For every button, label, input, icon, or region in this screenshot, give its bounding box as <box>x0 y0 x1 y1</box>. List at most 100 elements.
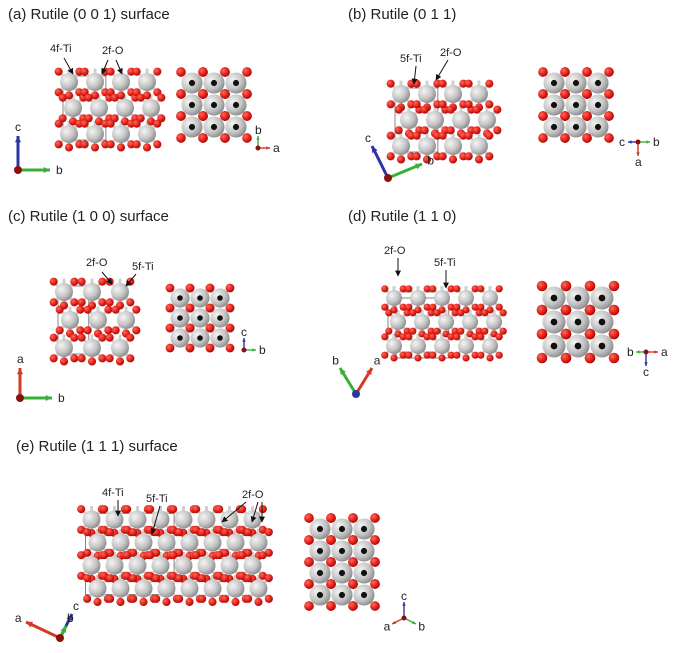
o-atom <box>475 309 483 317</box>
o-atom <box>77 277 86 286</box>
o-atom <box>116 143 126 152</box>
ti-atom <box>482 338 498 354</box>
o-atom <box>98 277 107 286</box>
o-atom <box>169 505 178 514</box>
o-atom <box>100 551 109 560</box>
o-atom <box>471 333 479 341</box>
o-atom-top <box>604 67 614 77</box>
o-atom <box>471 285 479 293</box>
o-atom <box>438 79 447 88</box>
o-atom <box>475 327 483 335</box>
o-atom-top <box>205 343 215 353</box>
o-atom <box>105 298 114 307</box>
o-atom <box>399 303 407 311</box>
o-atom <box>93 597 102 607</box>
o-atom <box>414 354 422 362</box>
ti-atom <box>418 85 436 103</box>
o-atom <box>451 309 459 317</box>
atom-centre-dot <box>598 294 606 302</box>
o-atom <box>83 305 92 314</box>
o-atom <box>481 309 489 317</box>
o-atom <box>221 574 230 583</box>
axis-c-label: c <box>619 135 625 149</box>
ti-atom <box>86 73 104 91</box>
axis-a-arrowhead <box>16 368 24 375</box>
o-atom-top <box>582 133 592 143</box>
o-atom <box>198 528 207 537</box>
o-atom <box>451 327 459 335</box>
o-atom-top <box>560 328 572 340</box>
ti-atom <box>138 125 156 143</box>
atom-centre-dot <box>572 79 580 87</box>
o-atom <box>129 528 138 537</box>
ti-atom <box>410 338 426 354</box>
atom-centre-dot <box>574 318 582 326</box>
o-atom-top <box>608 280 620 292</box>
o-atom <box>477 351 485 359</box>
o-atom-top <box>584 328 596 340</box>
o-atom <box>54 140 63 149</box>
o-atom <box>412 131 421 140</box>
atom-centre-dot <box>338 591 346 599</box>
o-atom <box>98 298 107 307</box>
ti-atom <box>116 99 134 117</box>
o-atom <box>396 155 406 164</box>
o-atom <box>385 327 393 335</box>
o-atom-top <box>220 67 230 77</box>
axis-a-label: a <box>17 352 24 366</box>
o-atom <box>472 126 481 135</box>
o-atom <box>110 93 119 102</box>
atom-centre-dot <box>338 547 346 555</box>
o-atom-top <box>304 513 314 523</box>
ti-atom <box>470 137 488 155</box>
atom-centre-dot <box>232 101 240 109</box>
axis-a-label: a <box>635 155 642 169</box>
ti-atom <box>392 85 410 103</box>
o-atom <box>394 105 403 114</box>
o-atom <box>412 152 421 161</box>
o-atom-top <box>536 328 548 340</box>
atom-centre-dot <box>316 569 324 577</box>
o-atom <box>104 326 113 335</box>
ti-atom <box>197 510 216 529</box>
ti-atom <box>458 338 474 354</box>
ti-atom <box>203 533 222 552</box>
panel-a-title: (a) Rutile (0 0 1) surface <box>8 6 170 23</box>
atom-centre-dot <box>177 315 183 321</box>
o-atom <box>399 333 407 341</box>
axis-origin <box>635 139 641 145</box>
panel-b-annotations: 5f-Ti 2f-O <box>400 47 462 85</box>
axis-c-arrowhead <box>242 338 246 342</box>
panel-b-side-view <box>538 67 614 143</box>
ti-atom <box>157 579 176 598</box>
o-atom-top <box>560 280 572 292</box>
o-atom <box>153 119 162 128</box>
atom-centre-dot <box>338 569 346 577</box>
o-atom <box>485 79 494 88</box>
panel-a-side-view <box>176 67 252 143</box>
o-atom-top <box>560 111 570 121</box>
ti-atom <box>88 533 107 552</box>
axis-a-label: a <box>661 345 668 359</box>
o-atom <box>54 119 63 128</box>
ti-atom <box>151 510 170 529</box>
axis-a-arrowhead <box>266 146 270 150</box>
panel-b-side-axes: c ba <box>619 135 660 169</box>
o-atom <box>55 305 64 314</box>
axis-c-label: c <box>73 599 79 613</box>
ti-atom <box>60 73 78 91</box>
o-atom <box>254 597 263 607</box>
o-atom <box>104 305 113 314</box>
axis-b-label: b <box>653 135 660 149</box>
ti-atom <box>197 556 216 575</box>
ti-atom <box>111 339 129 357</box>
ti-atom <box>470 85 488 103</box>
o-atom <box>70 354 79 363</box>
o-atom-top <box>185 343 195 353</box>
o-atom <box>244 574 253 583</box>
o-atom-top <box>604 89 614 99</box>
o-atom-top <box>242 67 252 77</box>
o-atom-top <box>326 579 336 589</box>
